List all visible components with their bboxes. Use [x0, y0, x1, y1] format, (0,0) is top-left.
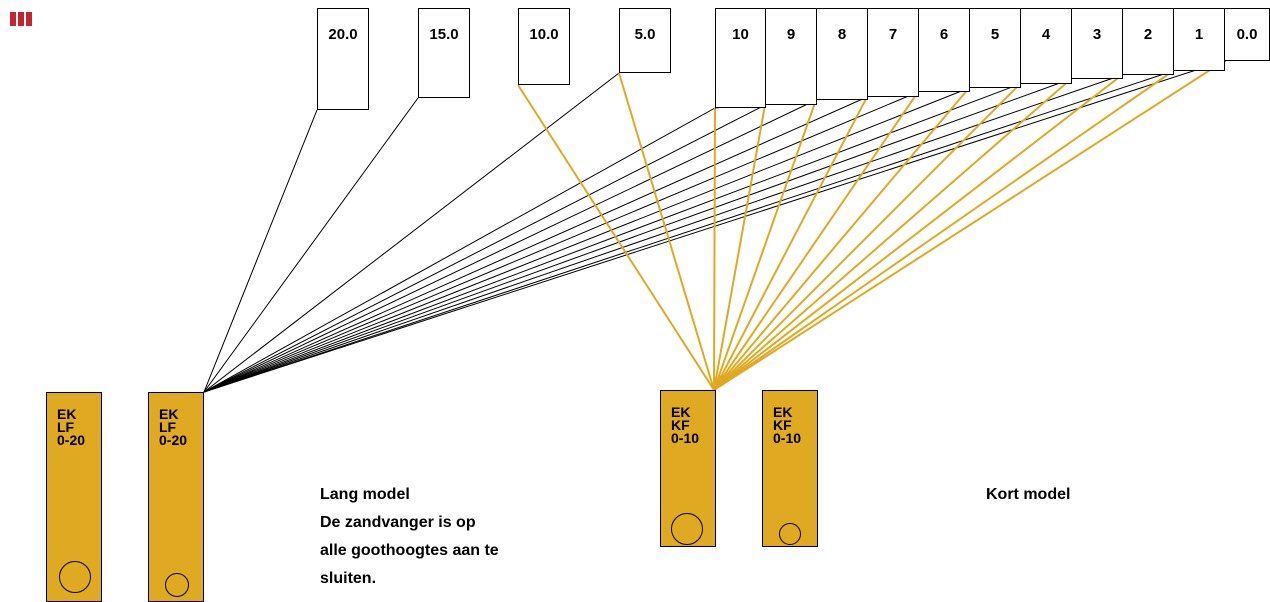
scale-box-20: 20.0: [317, 8, 369, 110]
scale-box-short-2: 2: [1122, 8, 1174, 75]
scale-box-short-10: 10: [715, 8, 766, 108]
connector-line: [203, 104, 766, 393]
connector-line-accent: [713, 107, 716, 391]
scale-box-10: 10.0: [518, 8, 570, 85]
connector-line-accent: [713, 70, 1174, 391]
post-label: EK KF 0-10: [671, 404, 700, 446]
post-label: EK KF 0-10: [773, 404, 802, 446]
drain-post-long-1: EK LF 0-20: [46, 392, 102, 602]
connector-line-accent: [713, 99, 817, 391]
connector-line-accent: [713, 91, 919, 391]
connector-line-accent: [713, 87, 970, 391]
connector-line: [203, 97, 419, 393]
connector-line: [203, 72, 620, 393]
drain-hole-icon: [779, 523, 801, 545]
connector-line-accent: [618, 72, 715, 391]
connector-line-accent: [517, 84, 715, 391]
connector-line: [203, 96, 868, 393]
connector-line-accent: [713, 104, 766, 391]
scale-box-short-7: 7: [867, 8, 919, 97]
connector-line: [203, 70, 1174, 393]
scale-box-short-3: 3: [1071, 8, 1123, 79]
connector-line-accent: [713, 83, 1021, 391]
post-label: EK LF 0-20: [159, 406, 188, 448]
scale-box-short-9: 9: [765, 8, 817, 105]
drain-post-long-2: EK LF 0-20: [148, 392, 204, 602]
connector-line-accent: [713, 74, 1123, 391]
long-model-line-1: De zandvanger is op: [320, 514, 476, 531]
connector-line: [203, 74, 1123, 393]
scale-box-short-0: 0.0: [1224, 8, 1270, 61]
connector-line: [203, 83, 1021, 393]
drain-hole-icon: [59, 561, 91, 593]
long-model-caption: Lang model De zandvanger is op alle goot…: [320, 481, 499, 593]
long-model-title: Lang model: [320, 486, 410, 503]
connector-line-accent: [713, 60, 1225, 391]
connector-line: [203, 107, 716, 393]
short-model-title: Kort model: [986, 486, 1071, 503]
long-model-line-3: sluiten.: [320, 570, 377, 587]
connector-line: [203, 87, 970, 393]
long-model-line-2: alle goothoogtes aan te: [320, 542, 499, 559]
connector-line-accent: [713, 78, 1072, 391]
brand-logo: [10, 12, 32, 26]
connector-line: [203, 109, 318, 393]
drain-post-short-2: EK KF 0-10: [762, 390, 818, 547]
scale-box-short-6: 6: [918, 8, 970, 92]
drain-hole-icon: [165, 573, 189, 597]
scale-box-15: 15.0: [418, 8, 470, 98]
scale-box-short-4: 4: [1020, 8, 1072, 84]
drain-hole-icon: [671, 513, 703, 545]
connector-line: [203, 91, 919, 393]
post-label: EK LF 0-20: [57, 406, 86, 448]
connector-line: [203, 99, 817, 393]
scale-box-short-8: 8: [816, 8, 868, 100]
scale-box-short-5: 5: [969, 8, 1021, 88]
drain-post-short-1: EK KF 0-10: [660, 390, 716, 547]
scale-box-5: 5.0: [619, 8, 671, 73]
connector-line: [203, 78, 1072, 393]
connector-line-accent: [713, 96, 868, 391]
scale-box-short-1: 1: [1173, 8, 1225, 71]
